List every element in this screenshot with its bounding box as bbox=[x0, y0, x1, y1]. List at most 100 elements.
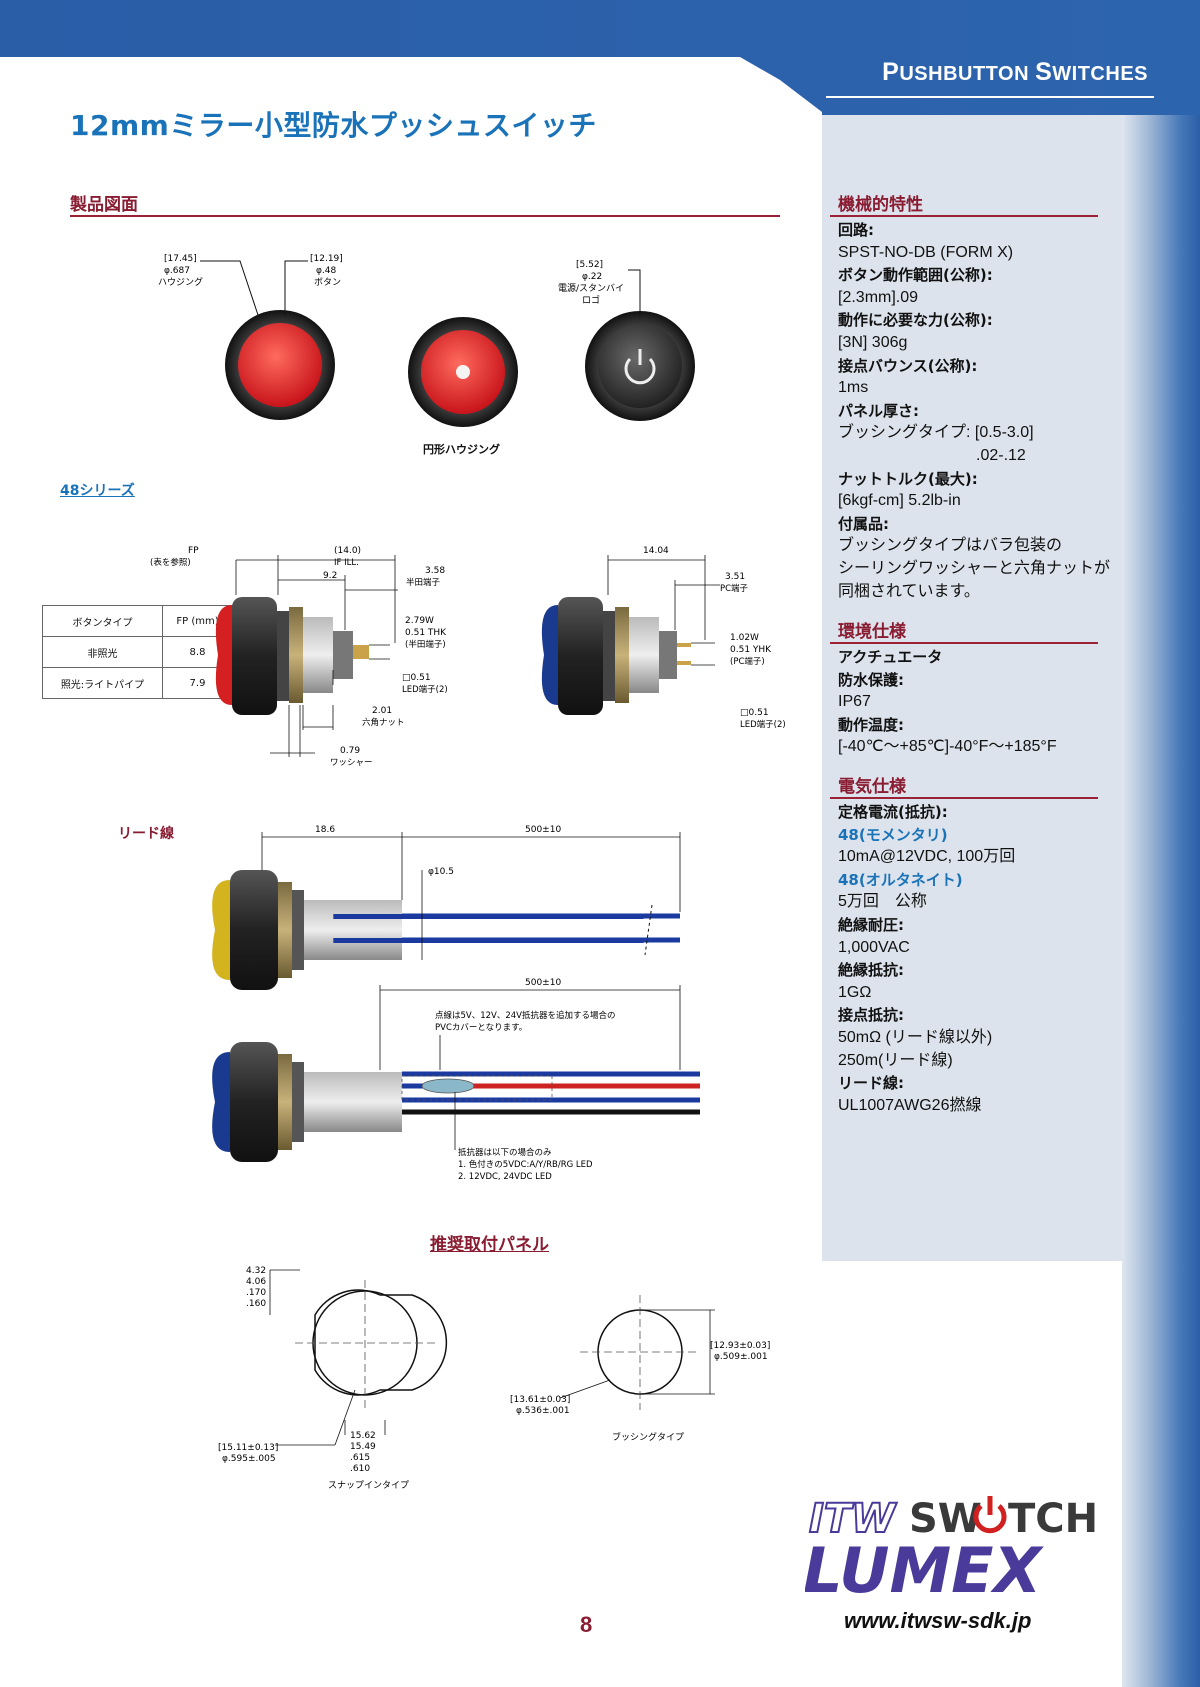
accessories-line: シーリングワッシャーと六角ナットが bbox=[838, 559, 1111, 577]
travel-value: [2.3mm].09 bbox=[838, 288, 919, 306]
insulation-label: 絶縁抵抗: bbox=[838, 961, 904, 980]
page-number: 8 bbox=[580, 1612, 593, 1637]
lead-wire-label: リード線 bbox=[118, 826, 174, 842]
svg-text:[12.93±0.03]: [12.93±0.03] bbox=[710, 1341, 770, 1351]
side-view-drawing: FP (表を参照) (14.0) IF ILL. 9.2 3.58 半田端子 2… bbox=[150, 546, 786, 768]
svg-text:9.2: 9.2 bbox=[323, 571, 337, 581]
svg-text:1. 色付きの5VDC:A/Y/RB/RG LED: 1. 色付きの5VDC:A/Y/RB/RG LED bbox=[458, 1159, 593, 1170]
itw-switch-lumex-logo[interactable]: ITW SW TCH LUMEX bbox=[805, 1488, 1105, 1598]
svg-text:ロゴ: ロゴ bbox=[582, 294, 600, 306]
waterproof-value: IP67 bbox=[838, 693, 871, 711]
lead-wire-spec-label: リード線: bbox=[838, 1074, 904, 1093]
lead-wire-drawing: 18.6 500±10 φ10.5 500±10 点線は5V、12V、24V抵抗… bbox=[212, 825, 700, 1182]
contact-resistance-value: 50mΩ (リード線以外) bbox=[838, 1028, 993, 1046]
svg-text:PC端子: PC端子 bbox=[720, 583, 749, 594]
page-title: 12mmミラー小型防水プッシュスイッチ bbox=[70, 109, 597, 142]
spec-sidebar bbox=[822, 115, 1122, 1261]
svg-text:ITW: ITW bbox=[809, 1496, 897, 1542]
fp-row-type: 照光:ライトパイプ bbox=[42, 667, 163, 699]
momentary-label: 48(モメンタリ) bbox=[838, 825, 948, 844]
side-rule bbox=[830, 797, 1098, 799]
svg-text:2.01: 2.01 bbox=[372, 706, 392, 716]
svg-text:4.32: 4.32 bbox=[246, 1266, 266, 1276]
round-housing-caption: 円形ハウジング bbox=[423, 443, 500, 456]
svg-text:ボタン: ボタン bbox=[314, 277, 341, 288]
svg-text:(14.0): (14.0) bbox=[334, 546, 361, 556]
actuator-label: アクチュエータ bbox=[838, 648, 943, 666]
svg-text:14.04: 14.04 bbox=[643, 546, 669, 556]
svg-text:ブッシングタイプ: ブッシングタイプ bbox=[612, 1431, 684, 1443]
svg-text:[15.11±0.13]: [15.11±0.13] bbox=[218, 1443, 278, 1453]
svg-text:六角ナット: 六角ナット bbox=[362, 717, 405, 728]
panel-thickness-value: ブッシングタイプ: [0.5-3.0] bbox=[838, 424, 1034, 442]
svg-text:.615: .615 bbox=[350, 1453, 370, 1463]
panel-cutout-drawing: 4.32 4.06 .170 .160 15.62 15.49 .615 .61… bbox=[218, 1266, 770, 1491]
svg-text:[13.61±0.03]: [13.61±0.03] bbox=[510, 1395, 570, 1405]
panel-mounting-header: 推奨取付パネル bbox=[430, 1235, 549, 1255]
svg-text:500±10: 500±10 bbox=[525, 978, 561, 988]
svg-text:点線は5V、12V、24V抵抗器を追加する場合の: 点線は5V、12V、24V抵抗器を追加する場合の bbox=[435, 1010, 616, 1021]
torque-label: ナットトルク(最大): bbox=[838, 469, 978, 488]
svg-text:LED端子(2): LED端子(2) bbox=[402, 684, 448, 695]
force-label: 動作に必要な力(公称): bbox=[838, 311, 993, 330]
svg-text:2. 12VDC, 24VDC LED: 2. 12VDC, 24VDC LED bbox=[458, 1172, 552, 1182]
svg-text:ワッシャー: ワッシャー bbox=[330, 758, 373, 768]
insulation-value: 1GΩ bbox=[838, 983, 872, 1001]
svg-text:φ10.5: φ10.5 bbox=[428, 867, 454, 877]
svg-text:ハウジング: ハウジング bbox=[158, 276, 203, 288]
svg-text:PVCカバーとなります。: PVCカバーとなります。 bbox=[435, 1023, 527, 1033]
svg-text:3.51: 3.51 bbox=[725, 572, 745, 582]
svg-text:φ.48: φ.48 bbox=[316, 266, 337, 276]
side-rule bbox=[830, 215, 1098, 217]
svg-text:半田端子: 半田端子 bbox=[406, 577, 441, 588]
svg-text:.170: .170 bbox=[246, 1288, 266, 1298]
accessories-label: 付属品: bbox=[838, 514, 889, 533]
dielectric-value: 1,000VAC bbox=[838, 938, 910, 956]
svg-text:φ.509±.001: φ.509±.001 bbox=[714, 1352, 768, 1362]
header-bar bbox=[0, 0, 1200, 115]
panel-thickness-label: パネル厚さ: bbox=[838, 401, 919, 420]
env-spec-title: 環境仕様 bbox=[838, 622, 906, 642]
svg-text:2.79W: 2.79W bbox=[405, 616, 434, 626]
category-title: PUSHBUTTON SWITCHES bbox=[882, 58, 1148, 86]
contact-resistance-value: 250m(リード線) bbox=[838, 1051, 953, 1069]
svg-text:□0.51: □0.51 bbox=[740, 708, 769, 718]
svg-text:[12.19]: [12.19] bbox=[310, 254, 343, 264]
series-48-link[interactable]: 48シリーズ bbox=[60, 483, 135, 499]
svg-text:抵抗器は以下の場合のみ: 抵抗器は以下の場合のみ bbox=[458, 1147, 552, 1158]
svg-text:スナップインタイプ: スナップインタイプ bbox=[328, 1480, 409, 1491]
svg-text:φ.687: φ.687 bbox=[164, 266, 190, 276]
svg-text:15.49: 15.49 bbox=[350, 1442, 376, 1452]
travel-label: ボタン動作範囲(公称): bbox=[838, 266, 993, 285]
elec-spec-title: 電気仕様 bbox=[838, 777, 906, 797]
svg-text:電源/スタンバイ: 電源/スタンバイ bbox=[558, 283, 624, 294]
website-url[interactable]: www.itwsw-sdk.jp bbox=[844, 1608, 1032, 1633]
svg-text:LED端子(2): LED端子(2) bbox=[740, 719, 786, 730]
circuit-label: 回路: bbox=[838, 221, 874, 239]
mech-spec-list: 回路: SPST-NO-DB (FORM X) ボタン動作範囲(公称): [2.… bbox=[838, 219, 1118, 603]
momentary-value: 10mA@12VDC, 100万回 bbox=[838, 848, 1016, 866]
svg-text:.160: .160 bbox=[246, 1299, 266, 1309]
accessories-line: ブッシングタイプはバラ包装の bbox=[838, 537, 1063, 555]
header-underline bbox=[826, 96, 1154, 98]
svg-text:LUMEX: LUMEX bbox=[805, 1534, 1045, 1598]
svg-text:TCH: TCH bbox=[1008, 1496, 1098, 1542]
mech-spec-title: 機械的特性 bbox=[838, 195, 923, 215]
svg-text:SW: SW bbox=[909, 1496, 982, 1542]
right-gradient-strip bbox=[1122, 115, 1200, 1687]
power-logo-button-front bbox=[585, 311, 695, 421]
svg-text:FP: FP bbox=[188, 546, 199, 556]
bounce-value: 1ms bbox=[838, 379, 869, 397]
side-rule bbox=[830, 642, 1098, 644]
dielectric-label: 絶縁耐圧: bbox=[838, 915, 904, 934]
elec-spec-list: 定格電流(抵抗): 48(モメンタリ) 10mA@12VDC, 100万回 48… bbox=[838, 801, 1118, 1117]
svg-text:0.79: 0.79 bbox=[340, 746, 360, 756]
current-label: 定格電流(抵抗): bbox=[838, 803, 948, 821]
svg-text:0.51 YHK: 0.51 YHK bbox=[730, 645, 772, 655]
circuit-value: SPST-NO-DB (FORM X) bbox=[838, 243, 1014, 261]
temp-label: 動作温度: bbox=[838, 715, 904, 734]
lead-wire-spec-value: UL1007AWG26撚線 bbox=[838, 1096, 982, 1114]
temp-value: [-40℃〜+85℃]-40°F〜+185°F bbox=[838, 738, 1057, 756]
torque-value: [6kgf-cm] 5.2lb-in bbox=[838, 492, 961, 510]
front-view-drawing: [17.45] φ.687 ハウジング [12.19] φ.48 ボタン [5.… bbox=[158, 254, 695, 427]
